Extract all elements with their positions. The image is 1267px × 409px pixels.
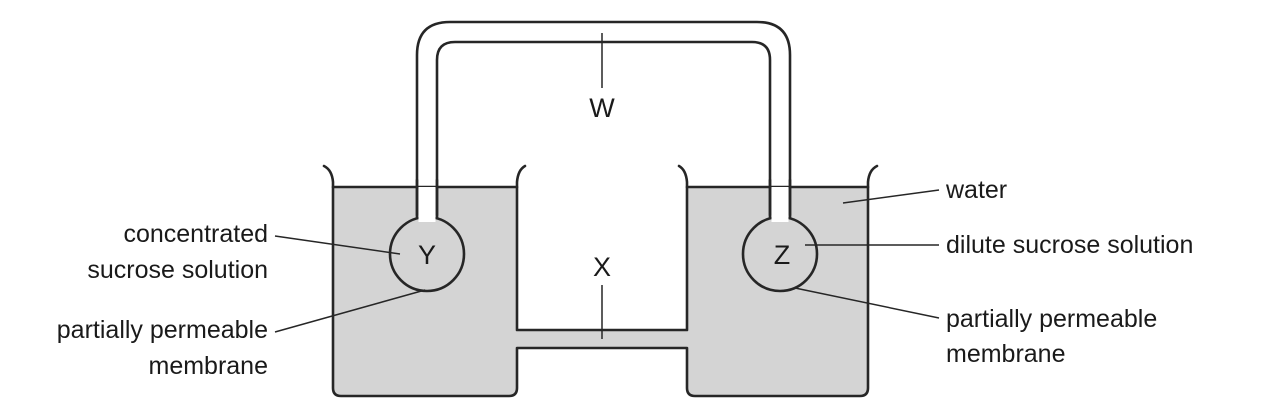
label-dilute-sucrose: dilute sucrose solution — [946, 231, 1193, 259]
leader-left-membrane — [274, 289, 426, 333]
label-water: water — [945, 176, 1007, 204]
container-outline — [322, 164, 879, 398]
leader-concentrated — [274, 235, 401, 255]
tube-inner — [435, 40, 772, 217]
label-left-membrane-2: membrane — [149, 352, 269, 380]
bag-neck-z — [771, 212, 789, 222]
tube-outer — [415, 20, 792, 217]
tube-interior-left — [418, 187, 436, 217]
label-x: X — [593, 252, 611, 282]
label-y: Y — [418, 240, 436, 270]
label-w: W — [589, 93, 615, 123]
water-liquid — [333, 187, 868, 396]
label-right-membrane-1: partially permeable — [946, 305, 1157, 333]
label-sucrose-solution: sucrose solution — [87, 256, 268, 284]
bag-neck-y — [418, 212, 436, 222]
leader-right-membrane — [794, 287, 940, 319]
label-z: Z — [774, 240, 791, 270]
label-left-membrane-1: partially permeable — [57, 316, 268, 344]
label-right-membrane-2: membrane — [946, 340, 1066, 368]
tube-interior-right — [771, 187, 789, 217]
label-concentrated: concentrated — [123, 220, 268, 248]
leader-water — [842, 189, 940, 204]
